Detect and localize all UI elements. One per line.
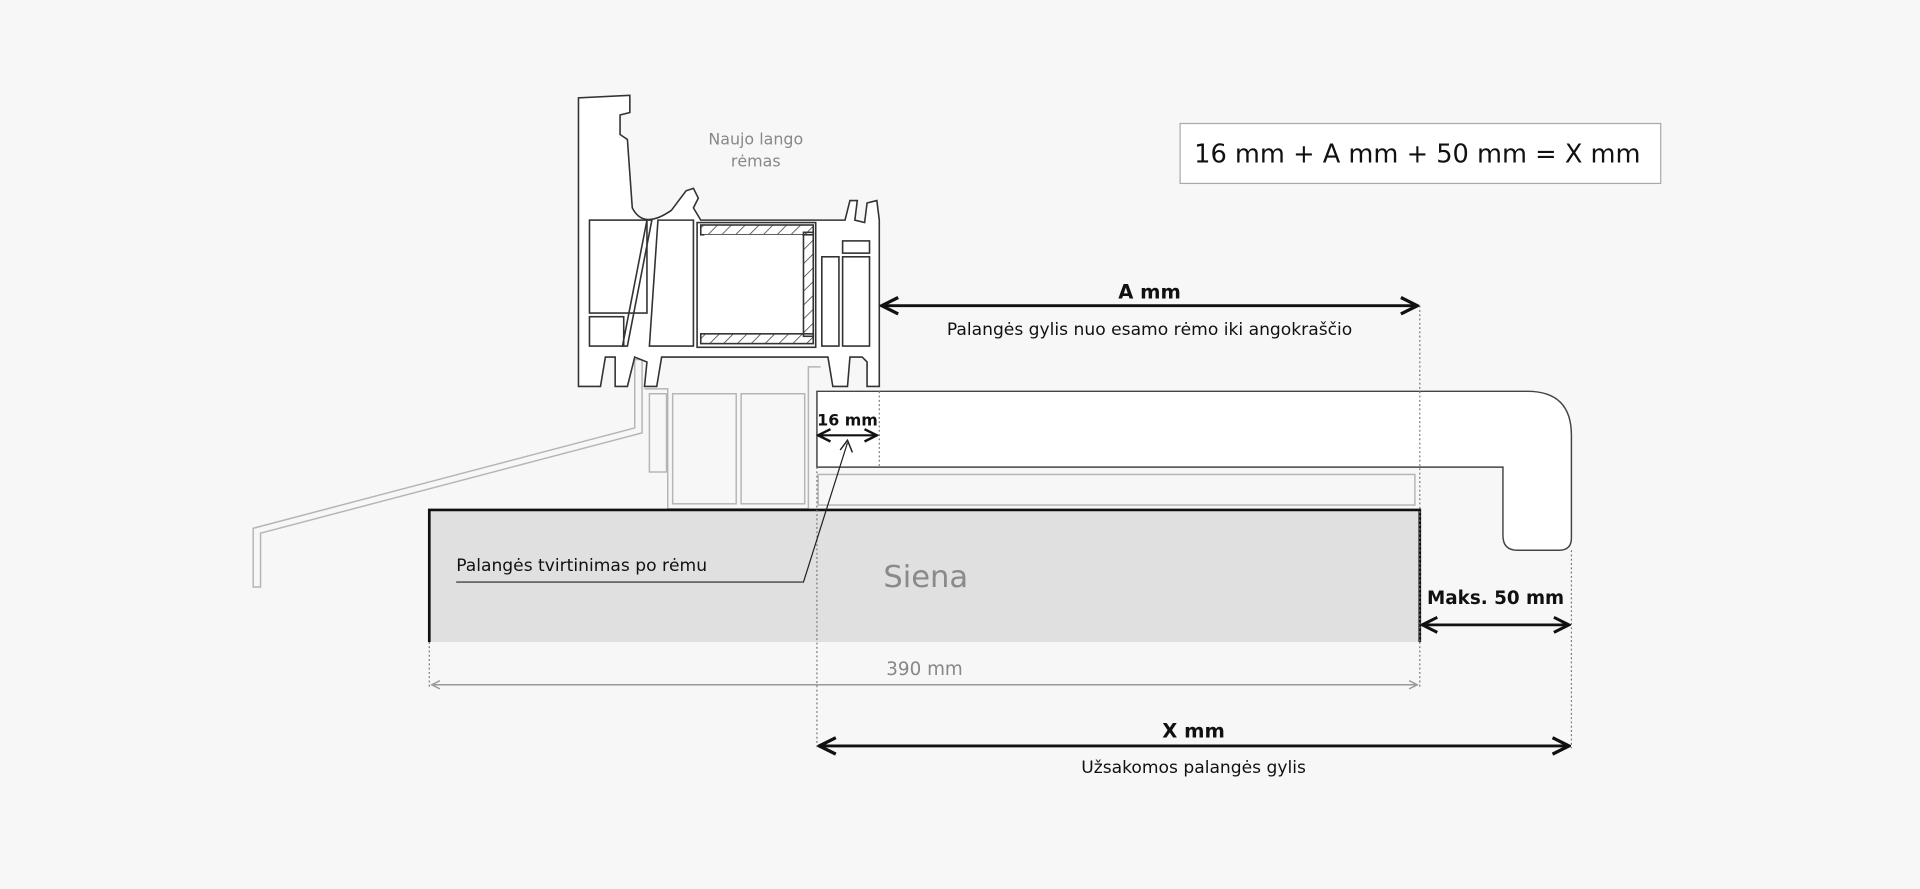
dimension-16: 16 mm: [817, 411, 878, 436]
dimension-x: X mm Užsakomos palangės gylis: [819, 719, 1569, 778]
dim-a-label: A mm: [1118, 280, 1181, 303]
dimension-a: A mm Palangės gylis nuo esamo rėmo iki a…: [882, 280, 1418, 340]
dim-x-caption: Užsakomos palangės gylis: [1081, 758, 1306, 778]
formula-box: 16 mm + A mm + 50 mm = X mm: [1179, 122, 1662, 185]
dim-390-label: 390 mm: [886, 659, 963, 680]
mount-callout: Palangės tvirtinimas po rėmu: [456, 438, 854, 583]
frame-label-line1: Naujo lango: [708, 129, 803, 148]
formula-text: 16 mm + A mm + 50 mm = X mm: [1194, 140, 1640, 170]
dimension-390: 390 mm: [432, 659, 1418, 685]
dim-a-caption: Palangės gylis nuo esamo rėmo iki angokr…: [947, 320, 1352, 340]
wall-label: Siena: [883, 560, 968, 595]
dim-16-label: 16 mm: [817, 411, 878, 430]
dimension-max-50: Maks. 50 mm: [1422, 588, 1569, 625]
dim-max-label: Maks. 50 mm: [1427, 588, 1564, 609]
guide-lines: [428, 305, 1573, 749]
wall: Siena: [427, 508, 1422, 642]
old-frame: [252, 358, 1416, 588]
dim-x-label: X mm: [1162, 719, 1225, 742]
windowsill: [816, 390, 1573, 552]
new-window-frame: [577, 94, 881, 388]
frame-label-line2: rėmas: [731, 151, 781, 170]
mount-label: Palangės tvirtinimas po rėmu: [456, 556, 707, 576]
